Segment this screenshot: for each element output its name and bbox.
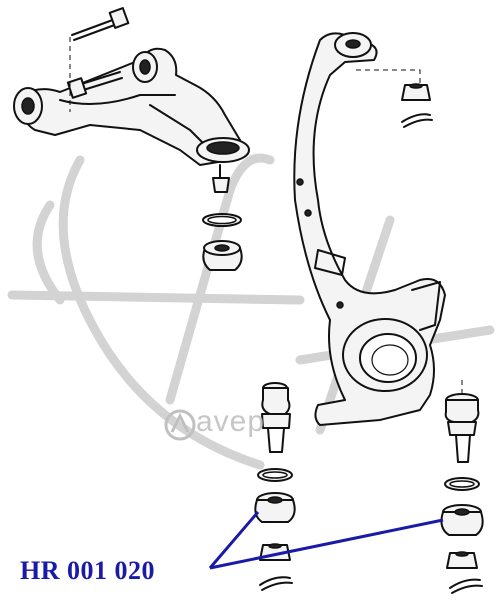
dashed-guide-2 [356, 69, 421, 95]
part-number-label: HR 001 020 [20, 556, 155, 585]
left-ball-joint [261, 382, 291, 453]
left-dust-boot-target [254, 492, 296, 523]
upper-bolt-1 [71, 7, 130, 41]
upper-bolt-2 [66, 71, 123, 99]
right-dust-boot-target [440, 504, 484, 536]
left-dust-ring [257, 468, 293, 482]
right-castle-nut [446, 551, 478, 569]
top-castle-nut [401, 83, 431, 101]
upper-control-arm [13, 47, 250, 193]
leader-lines [208, 511, 444, 570]
upper-dust-boot [202, 240, 243, 271]
avep-circle-icon [164, 409, 196, 441]
left-cotter-pin [259, 576, 293, 591]
steering-knuckle [293, 32, 446, 426]
watermark-text: avep [196, 405, 266, 438]
right-dust-ring [444, 477, 480, 491]
upper-dust-ring [202, 213, 242, 227]
right-cotter-pin [449, 578, 483, 594]
top-cotter-pin [401, 113, 433, 128]
right-ball-joint [444, 393, 480, 463]
